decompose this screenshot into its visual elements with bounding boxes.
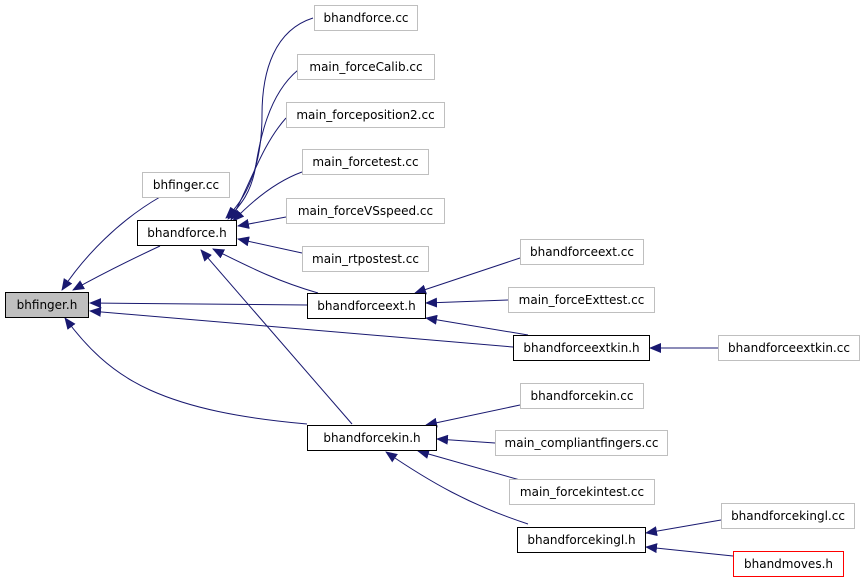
node-main-forceposition2-cc[interactable]: main_forceposition2.cc: [286, 102, 445, 128]
node-main-forcekintest-cc[interactable]: main_forcekintest.cc: [509, 479, 655, 505]
node-bhfinger-h: bhfinger.h: [5, 292, 89, 318]
edge-main-compliantfingers-to-bhandforcekin-h: [436, 434, 496, 445]
node-bhandforce-h[interactable]: bhandforce.h: [137, 220, 237, 246]
edge-bhandforcekingl-h-to-bhandforcekin-h: [385, 451, 529, 525]
node-main-forcevsspeed-cc[interactable]: main_forceVSspeed.cc: [286, 198, 445, 224]
node-bhandforceextkin-h[interactable]: bhandforceextkin.h: [513, 335, 650, 361]
node-bhandforceext-h[interactable]: bhandforceext.h: [307, 293, 426, 319]
edge-bhandforcekin-cc-to-bhandforcekin-h: [425, 404, 521, 428]
node-main-compliantfingers-cc[interactable]: main_compliantfingers.cc: [495, 430, 668, 456]
edge-bhandforceextkin-h-to-bhfinger-h: [89, 306, 514, 348]
edge-bhandforceext-h-to-bhfinger-h: [89, 298, 308, 309]
node-bhandforcekingl-h[interactable]: bhandforcekingl.h: [517, 527, 646, 553]
edge-bhandforcekin-h-to-bhandforce-h: [200, 249, 353, 425]
edge-main-forcecalib-to-bhandforce-h: [227, 69, 299, 220]
node-bhandforcekingl-cc[interactable]: bhandforcekingl.cc: [721, 503, 855, 529]
node-main-forcetest-cc[interactable]: main_forcetest.cc: [302, 149, 429, 175]
edge-bhandforceextkin-h-to-bhandforceext-h: [425, 314, 529, 336]
node-bhandforcekin-cc[interactable]: bhandforcekin.cc: [520, 383, 644, 409]
edge-main-forcekintest-to-bhandforcekin-h: [417, 449, 521, 481]
edge-bhandforcekin-h-to-bhfinger-h: [64, 317, 308, 425]
edge-bhandforce-h-to-bhfinger-h: [72, 245, 161, 291]
edge-main-forceexttest-to-bhandforceext-h: [425, 297, 509, 308]
node-main-forceexttest-cc[interactable]: main_forceExttest.cc: [508, 287, 655, 313]
node-bhandforceextkin-cc[interactable]: bhandforceextkin.cc: [718, 335, 860, 361]
edge-main-forcetest-to-bhandforce-h: [232, 171, 303, 222]
edge-bhandforceext-h-to-bhandforce-h: [212, 248, 319, 294]
edge-bhandforcekingl-cc-to-bhandforcekingl-h: [645, 519, 722, 537]
edge-main-rtpostest-to-bhandforce-h: [237, 236, 303, 254]
node-main-rtpostest-cc[interactable]: main_rtpostest.cc: [302, 246, 429, 272]
node-bhfinger-cc[interactable]: bhfinger.cc: [142, 172, 230, 198]
node-bhandforce-cc[interactable]: bhandforce.cc: [314, 5, 418, 31]
edge-bhfinger-cc-to-bhfinger-h: [61, 196, 161, 291]
edge-main-forceposition2-to-bhandforce-h: [230, 117, 287, 221]
node-bhandforcekin-h[interactable]: bhandforcekin.h: [307, 425, 437, 451]
edge-bhandforceext-cc-to-bhandforceext-h: [414, 257, 521, 295]
node-bhandforceext-cc[interactable]: bhandforceext.cc: [520, 239, 644, 265]
node-main-forcecalib-cc[interactable]: main_forceCalib.cc: [297, 54, 435, 80]
edge-bhandforce-cc-to-bhandforce-h: [225, 17, 314, 219]
node-bhandmoves-h[interactable]: bhandmoves.h: [733, 551, 844, 577]
edge-main-forcevsspeed-to-bhandforce-h: [237, 216, 287, 229]
edge-bhandmoves-h-to-bhandforcekingl-h: [645, 543, 734, 557]
